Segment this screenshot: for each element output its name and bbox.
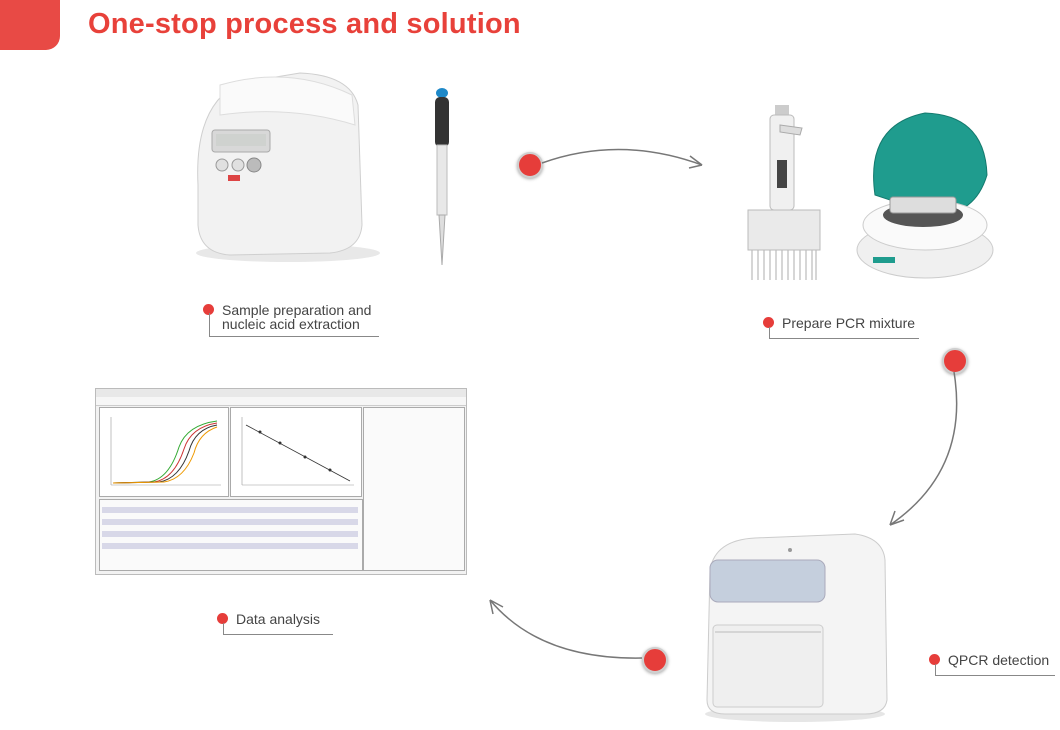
prepare-label: Prepare PCR mixture: [782, 315, 916, 331]
flow-node-3: [642, 647, 668, 673]
multichannel-pipette-icon: [747, 105, 821, 280]
software-screenshot: [95, 388, 467, 575]
flow-node-2: [942, 348, 968, 374]
mini-centrifuge-icon: [856, 112, 994, 279]
single-pipette-icon: [435, 88, 449, 266]
bullet-icon: [763, 317, 774, 328]
arrow-down-icon: [889, 371, 958, 526]
analysis-label: Data analysis: [236, 611, 321, 627]
arrow-left-icon: [489, 599, 643, 659]
qpcr-instrument-icon: [705, 533, 888, 722]
bullet-icon: [203, 304, 214, 315]
bullet-icon: [929, 654, 940, 665]
flow-node-1: [517, 152, 543, 178]
bullet-icon: [217, 613, 228, 624]
page-title: One-stop process and solution: [88, 8, 521, 40]
centrifuge-icon: [196, 72, 380, 262]
qpcr-label: QPCR detection: [948, 652, 1050, 668]
sample-label-line1: Sample preparation and: [222, 302, 372, 318]
sample-label-line2: nucleic acid extraction: [222, 316, 360, 332]
header-tab: [0, 0, 60, 50]
arrow-right-icon: [541, 148, 703, 169]
